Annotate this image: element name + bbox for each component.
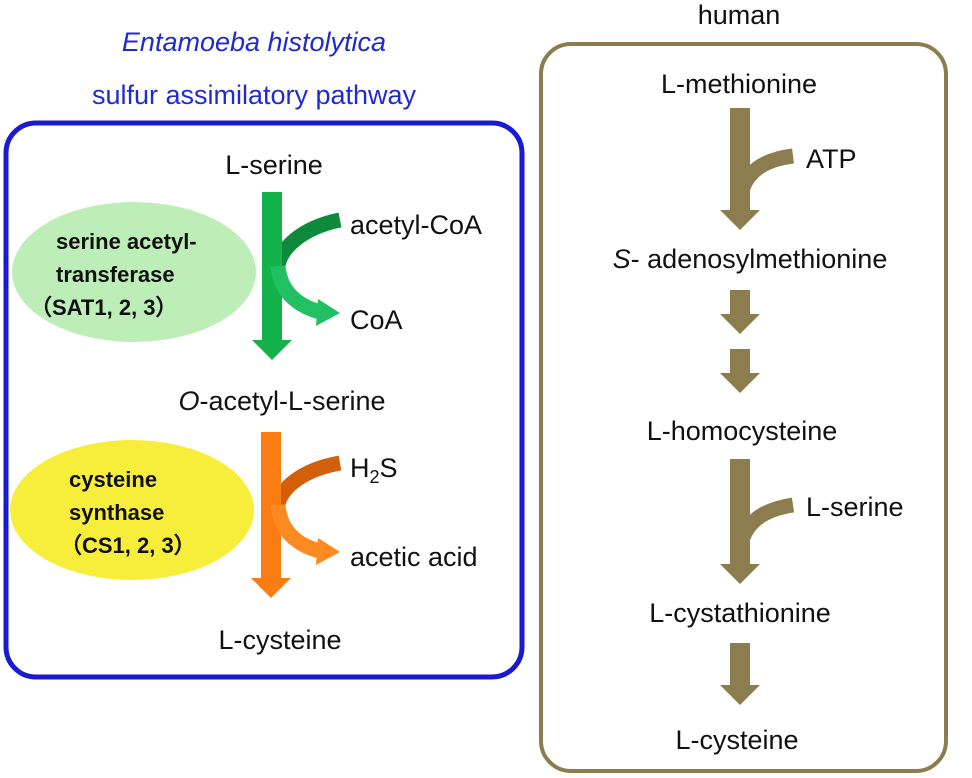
sam-to-homocysteine-arrows [720, 290, 760, 393]
sam-head-2 [720, 373, 760, 393]
methionine-shaft [730, 108, 750, 212]
compound-o-acetyl-l-serine: O-acetyl-L-serine [178, 388, 385, 415]
compound-l-serine-right: L-serine [806, 492, 904, 522]
coa-output-curve [270, 264, 323, 320]
compound-h2s: H2S [350, 453, 398, 487]
cs-enzyme-ellipse [10, 440, 254, 580]
acetic-acid-output-head [316, 538, 340, 565]
homocysteine-to-cystathionine-arrow [720, 459, 795, 584]
sat-label-line1: serine acetyl- [56, 229, 197, 254]
h2s-subscript: 2 [369, 467, 380, 487]
coa-output-head [316, 299, 340, 326]
methionine-to-sam-arrow [720, 108, 795, 230]
homocysteine-shaft [730, 459, 750, 566]
sat-enzyme-ellipse [12, 202, 256, 342]
compound-l-homocysteine: L-homocysteine [646, 416, 838, 446]
compound-l-methionine: L-methionine [660, 69, 818, 99]
sat-label-line3: （SAT1, 2, 3） [30, 295, 178, 320]
sat-label-line2: transferase [56, 262, 175, 287]
acetic-acid-output-curve [270, 503, 323, 559]
compound-s-adenosylmethionine: S- adenosylmethionine [613, 246, 888, 273]
cystathionine-shaft [730, 643, 750, 687]
compound-coa: CoA [350, 305, 403, 335]
sam-shaft-2 [730, 349, 750, 375]
cs-label-line2: synthase [69, 500, 165, 525]
acetylcoa-input-curve [270, 212, 342, 268]
organism-title: Entamoeba histolytica [121, 27, 387, 57]
pathway-title: sulfur assimilatory pathway [91, 80, 417, 110]
compound-atp: ATP [806, 144, 857, 174]
methionine-head [720, 210, 760, 230]
serine-to-oas-head [252, 340, 292, 360]
compound-acetic-acid: acetic acid [350, 542, 478, 572]
cystathionine-head [720, 685, 760, 705]
compound-l-cysteine-left: L-cysteine [218, 625, 342, 655]
human-title: human [697, 0, 781, 30]
compound-l-cysteine-right: L-cysteine [675, 725, 799, 755]
sam-head-1 [720, 314, 760, 334]
sam-prefix: S [612, 244, 631, 274]
homocysteine-head [720, 564, 760, 584]
human-panel-frame [539, 42, 948, 773]
entamoeba-panel-frame [3, 120, 525, 680]
compound-l-cystathionine: L-cystathionine [649, 598, 831, 628]
compound-l-serine: L-serine [225, 150, 323, 180]
oas-to-cysteine-head [251, 578, 291, 598]
h2s-end: S [379, 453, 398, 483]
compound-acetyl-coa: acetyl-CoA [350, 210, 483, 240]
h2s-input-curve [270, 455, 342, 507]
sam-rest: - adenosylmethionine [630, 244, 888, 274]
cs-label-line1: cysteine [69, 467, 158, 492]
sat-reaction-arrow [252, 192, 342, 360]
cystathionine-to-cysteine-arrow [720, 643, 760, 705]
cs-label-line3: （CS1, 2, 3） [60, 533, 196, 558]
cs-reaction-arrow [251, 432, 342, 598]
h2s-main: H [350, 453, 370, 483]
oas-prefix: O [178, 386, 200, 416]
sam-shaft-1 [730, 290, 750, 316]
oas-rest: -acetyl-L-serine [199, 386, 386, 416]
